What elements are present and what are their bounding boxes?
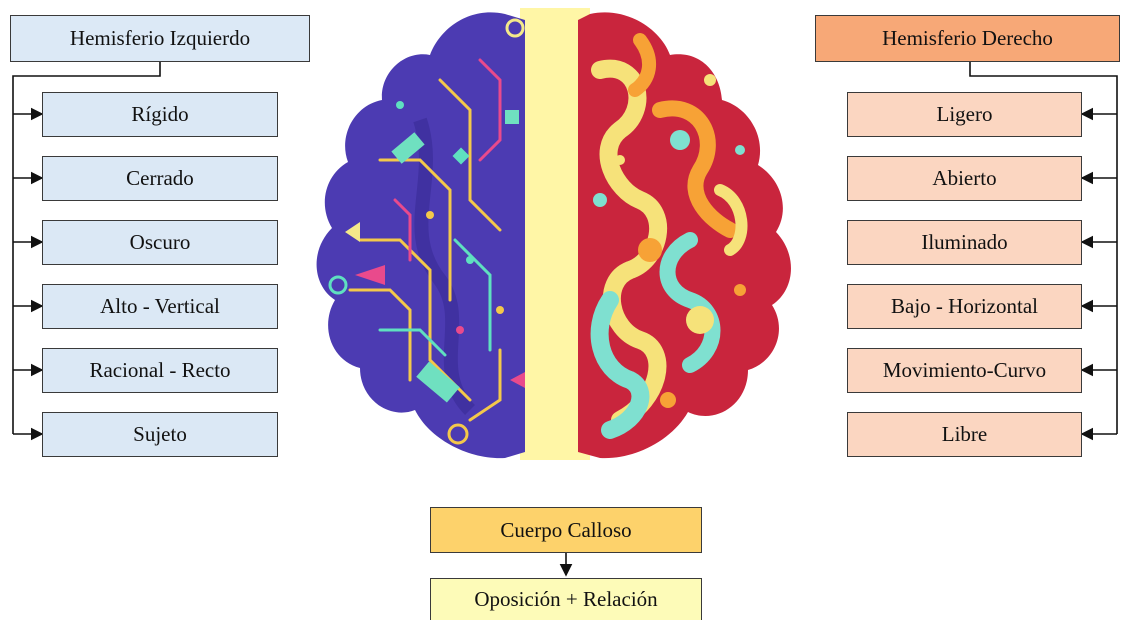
right-item-libre: Libre bbox=[847, 412, 1082, 457]
right-item-iluminado: Iluminado bbox=[847, 220, 1082, 265]
right-item-movimiento-curvo: Movimiento-Curvo bbox=[847, 348, 1082, 393]
left-item-rigido: Rígido bbox=[42, 92, 278, 137]
corpus-callosum-box: Cuerpo Calloso bbox=[430, 507, 702, 553]
left-item-oscuro: Oscuro bbox=[42, 220, 278, 265]
left-item-alto-vertical: Alto - Vertical bbox=[42, 284, 278, 329]
left-item-sujeto: Sujeto bbox=[42, 412, 278, 457]
left-item-cerrado: Cerrado bbox=[42, 156, 278, 201]
right-item-bajo-horizontal: Bajo - Horizontal bbox=[847, 284, 1082, 329]
left-item-racional-recto: Racional - Recto bbox=[42, 348, 278, 393]
right-item-abierto: Abierto bbox=[847, 156, 1082, 201]
left-hemisphere-shape bbox=[316, 12, 525, 459]
right-item-ligero: Ligero bbox=[847, 92, 1082, 137]
right-hemisphere-title: Hemisferio Derecho bbox=[815, 15, 1120, 62]
left-hemisphere-title: Hemisferio Izquierdo bbox=[10, 15, 310, 62]
relation-box: Oposición + Relación bbox=[430, 578, 702, 620]
